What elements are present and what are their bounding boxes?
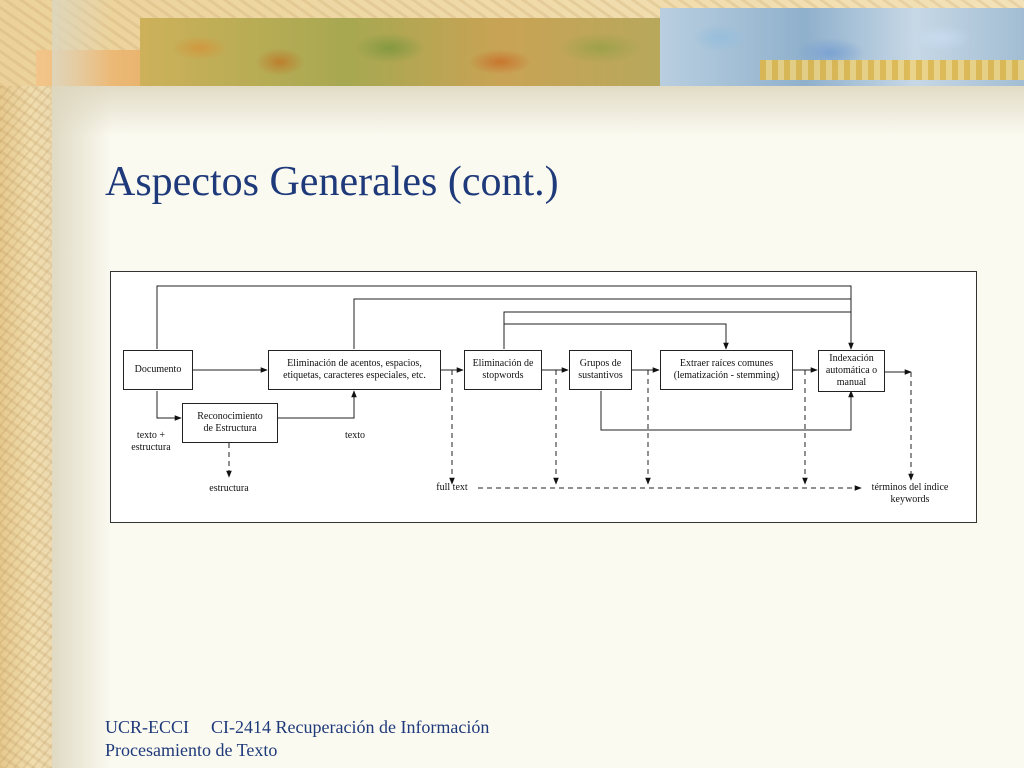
node-indexacion: Indexación automática o manual [818, 350, 885, 392]
node-grupos-sustantivos: Grupos de sustantivos [569, 350, 632, 390]
slide-title: Aspectos Generales (cont.) [105, 159, 559, 205]
node-documento: Documento [123, 350, 193, 390]
node-eliminacion-acentos: Eliminación de acentos, espacios, etique… [268, 350, 441, 390]
node-reconocimiento-estructura: Reconocimiento de Estructura [182, 403, 278, 443]
top-shadow [52, 86, 1024, 136]
footer-course: CI-2414 Recuperación de Información [211, 717, 490, 737]
label-terminos-indice: términos del índice keywords [871, 482, 949, 505]
label-full-text: full text [436, 482, 468, 493]
footer-org: UCR-ECCI [105, 717, 190, 737]
label-texto: texto [345, 430, 365, 441]
label-texto-estructura: texto + estructura [131, 430, 171, 453]
node-extraer-raices: Extraer raíces comunes (lematización - s… [660, 350, 793, 390]
decorative-leaves-image [140, 18, 660, 86]
label-estructura: estructura [209, 483, 249, 494]
node-eliminacion-stopwords: Eliminación de stopwords [464, 350, 542, 390]
slide-footer: UCR-ECCI CI-2414 Recuperación de Informac… [105, 716, 489, 762]
decorative-gold-strip [760, 60, 1024, 80]
footer-topic: Procesamiento de Texto [105, 740, 278, 760]
decorative-left-strip [0, 0, 52, 768]
process-diagram: Documento Eliminación de acentos, espaci… [110, 271, 977, 523]
diagram-connectors [156, 285, 914, 491]
